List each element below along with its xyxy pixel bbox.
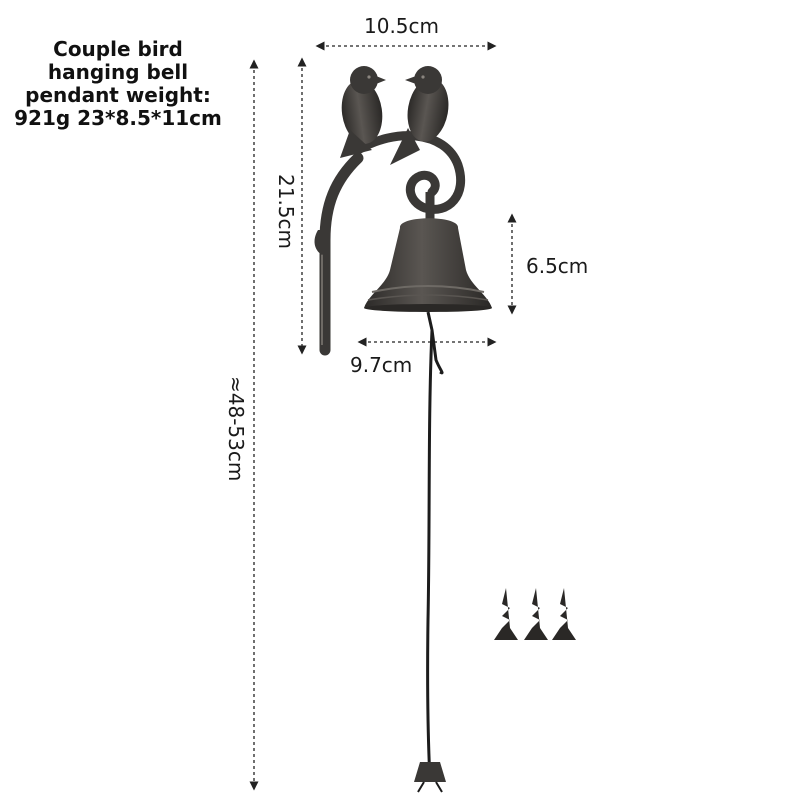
screw-icon [494, 588, 518, 640]
title-line: Couple bird [53, 37, 183, 61]
title-line: hanging bell [47, 60, 189, 84]
bird-icon [390, 66, 449, 165]
bird-icon [340, 66, 386, 158]
pull-rope [414, 311, 446, 793]
screw-icon [552, 588, 576, 640]
dim-top-width-label: 10.5cm [364, 14, 440, 38]
title-line: pendant weight: [25, 83, 211, 107]
bell-icon [364, 218, 492, 312]
dim-bracket-height-label: 21.5cm [274, 174, 298, 250]
dimension-lines [249, 41, 517, 791]
product-title: Couple bird hanging bell pendant weight:… [8, 38, 228, 130]
title-line: 921g 23*8.5*11cm [14, 106, 222, 130]
screw-icon [524, 588, 548, 640]
dim-bell-height-label: 6.5cm [526, 254, 589, 278]
dim-bell-width-label: 9.7cm [350, 353, 413, 377]
dim-total-length-label: ≈48-53cm [224, 376, 248, 482]
